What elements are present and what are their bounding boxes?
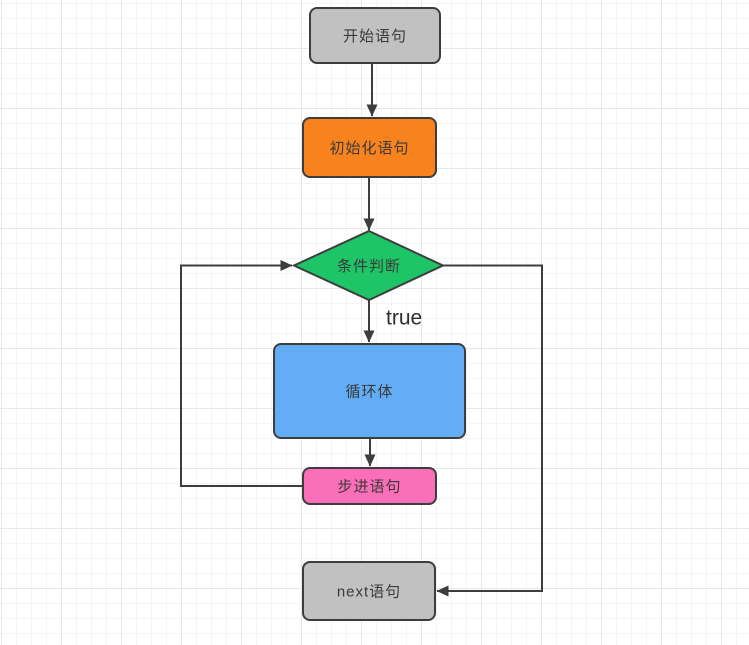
- condition-node-label: 条件判断: [337, 258, 401, 275]
- start-node-label: 开始语句: [343, 28, 407, 45]
- step-node: [302, 467, 437, 505]
- condition-node: [291, 229, 446, 302]
- init-node-label: 初始化语句: [329, 140, 409, 157]
- start-node: [309, 7, 441, 64]
- next-node-label: next语句: [337, 584, 401, 601]
- step-node-label: 步进语句: [337, 479, 401, 496]
- edge-step-to-condition: [180, 260, 303, 487]
- loop-body-node-label: 循环体: [345, 384, 393, 401]
- next-node: [302, 561, 436, 621]
- init-node: [302, 117, 437, 178]
- edge-condition-to-next: [436, 264, 543, 597]
- loop-body-node: [273, 343, 466, 439]
- edge-true-label: true: [386, 307, 422, 330]
